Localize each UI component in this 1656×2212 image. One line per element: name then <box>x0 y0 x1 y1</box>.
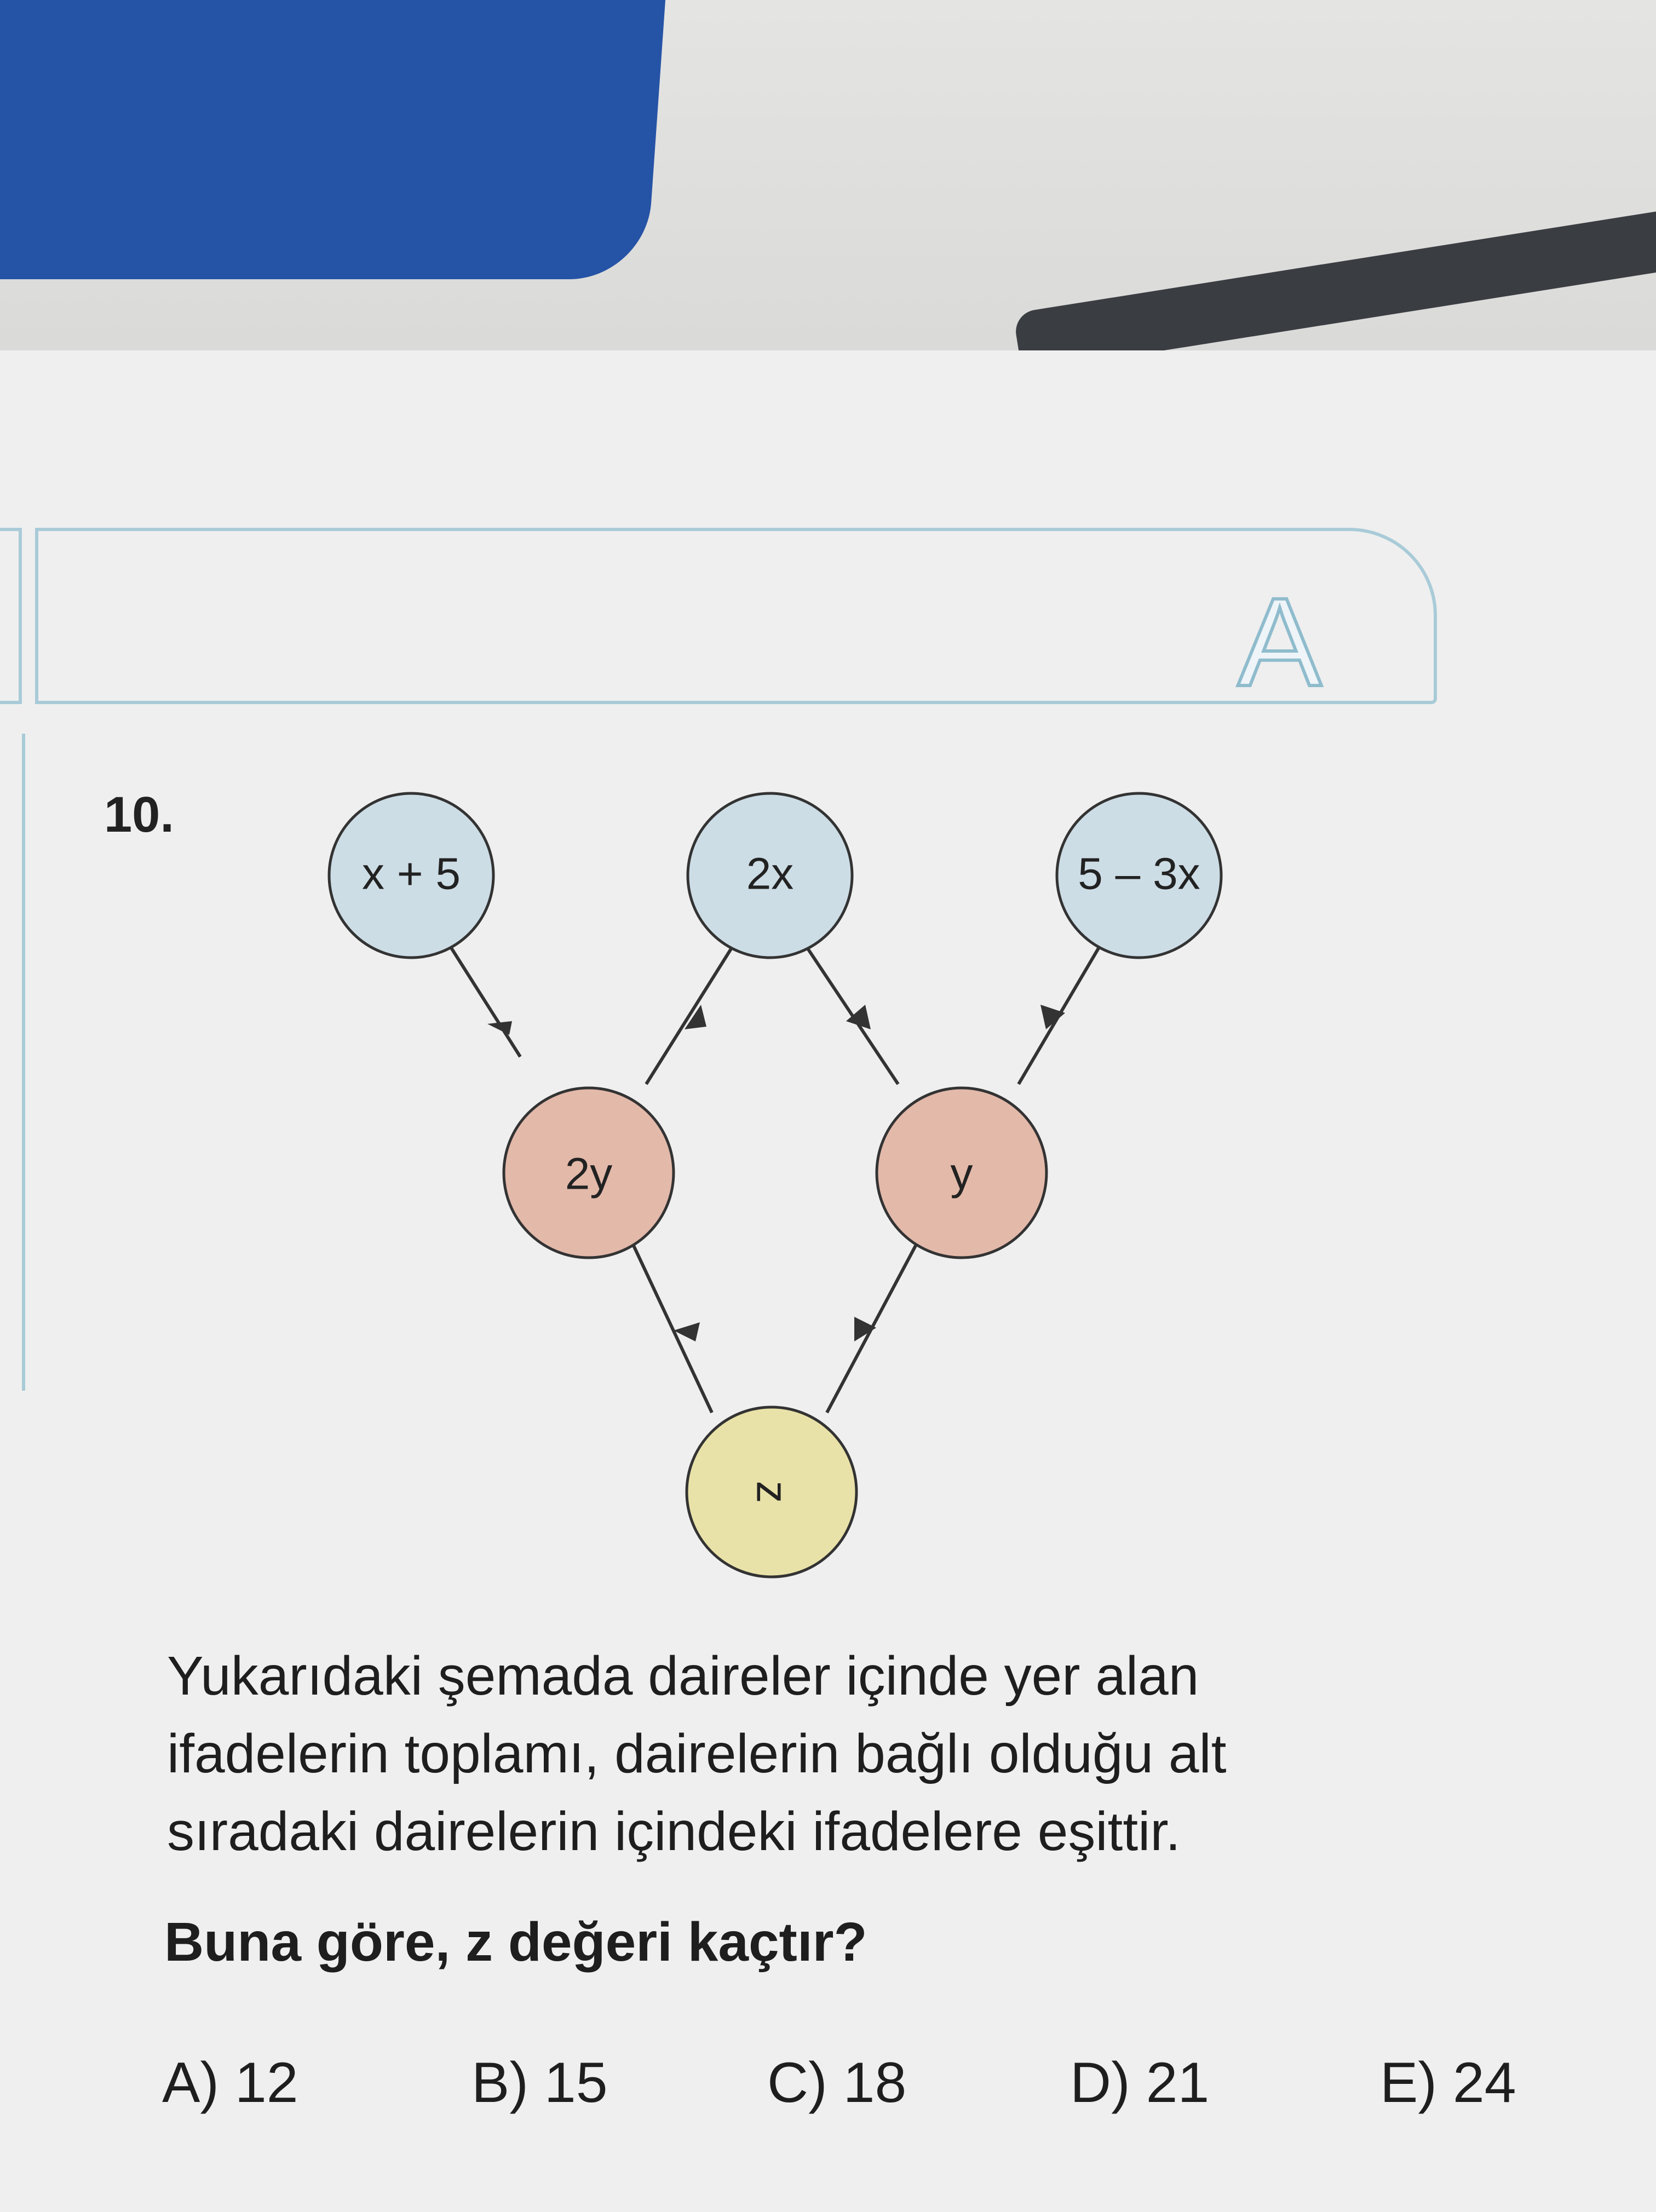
node-label: z <box>747 1481 797 1504</box>
header-box-left <box>0 528 22 704</box>
node-label: 2x <box>746 849 794 899</box>
option-c[interactable]: C) 18 <box>767 2051 907 2115</box>
margin-line <box>22 734 25 1391</box>
problem-text: Yukarıdaki şemada daireler içinde yer al… <box>167 1637 1481 1870</box>
node-circle-top <box>1055 792 1223 959</box>
question-number: 10. <box>104 787 174 843</box>
problem-line: sıradaki dairelerin içindeki ifadelere e… <box>167 1801 1181 1862</box>
option-e[interactable]: E) 24 <box>1380 2051 1516 2115</box>
option-b[interactable]: B) 15 <box>472 2051 608 2115</box>
node-label: y <box>951 1149 973 1199</box>
arrowhead <box>1040 1005 1065 1029</box>
problem-line: Yukarıdaki şemada daireler içinde yer al… <box>167 1645 1199 1707</box>
node-circle-top <box>327 792 495 959</box>
arrowhead <box>685 1005 706 1029</box>
edge <box>803 943 900 1085</box>
edge <box>645 943 735 1085</box>
edge <box>628 1236 714 1414</box>
node-circle-top <box>686 792 854 959</box>
node-label: 2y <box>565 1149 613 1199</box>
node-circle-middle <box>502 1086 675 1259</box>
node-label: x + 5 <box>362 849 461 899</box>
problem-line: ifadelerin toplamı, dairelerin bağlı old… <box>167 1723 1227 1784</box>
arrowhead <box>846 1005 871 1029</box>
booklet-letter: A <box>1236 570 1323 714</box>
option-d[interactable]: D) 21 <box>1070 2051 1210 2115</box>
edge <box>447 943 522 1058</box>
arrowhead <box>674 1322 700 1341</box>
option-a[interactable]: A) 12 <box>162 2051 298 2115</box>
node-circle-middle <box>875 1086 1048 1259</box>
arrowhead <box>487 1021 512 1035</box>
arrowhead <box>854 1317 876 1341</box>
question-text: Buna göre, z değeri kaçtır? <box>164 1911 867 1973</box>
edge <box>825 1236 922 1414</box>
header-box <box>35 528 1437 704</box>
node-circle-bottom <box>685 1405 858 1579</box>
node-label: 5 – 3x <box>1078 849 1200 899</box>
